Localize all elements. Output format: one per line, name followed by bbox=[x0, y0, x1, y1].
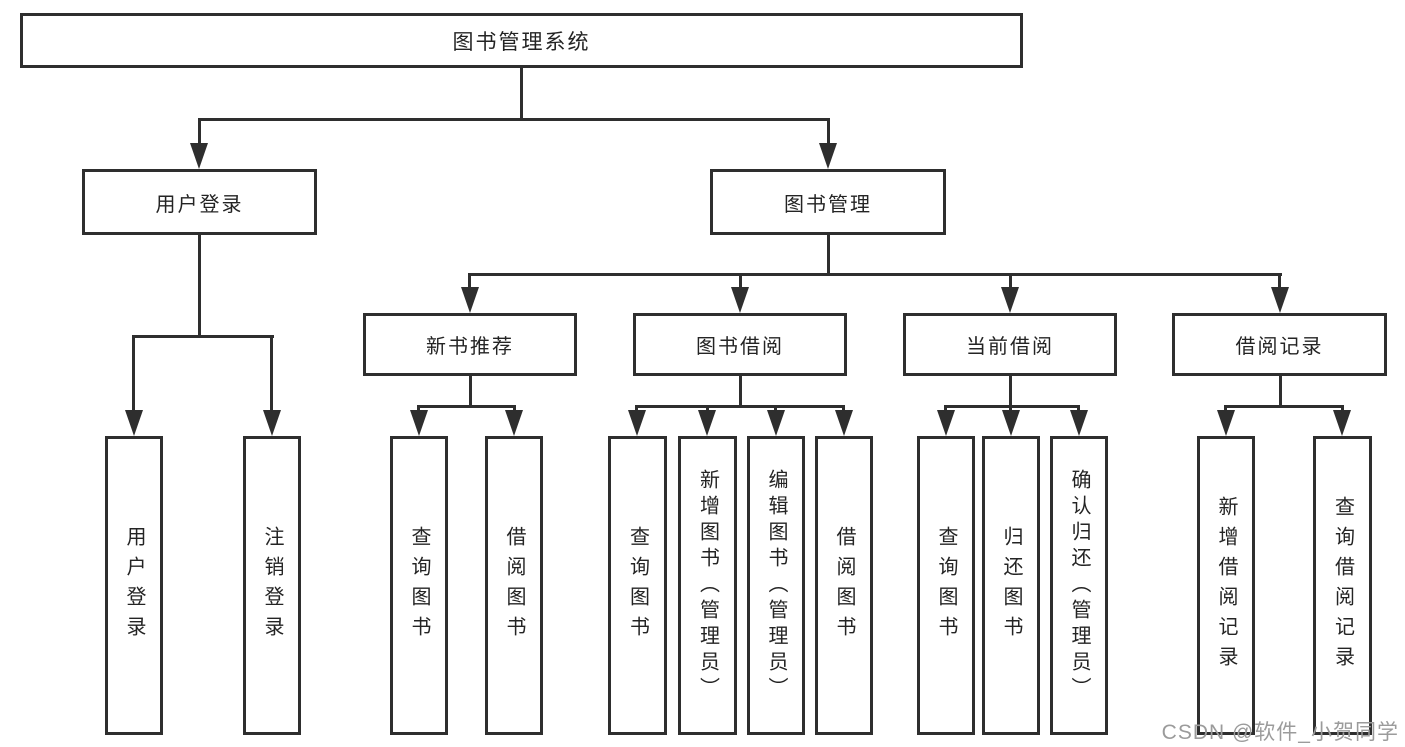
connector-line bbox=[1224, 405, 1344, 408]
csdn-watermark: CSDN @软件_小贺同学 bbox=[1161, 721, 1399, 744]
connector-line bbox=[1009, 405, 1012, 412]
connector-line bbox=[774, 405, 777, 412]
node-book-management-label: 图书管理 bbox=[784, 193, 872, 216]
leaf-borrowing-borrow-book: 借阅图书 bbox=[815, 436, 873, 735]
arrow-down-icon bbox=[410, 410, 428, 436]
node-book-borrowing-label: 图书借阅 bbox=[696, 336, 784, 358]
connector-line bbox=[827, 118, 830, 146]
leaf-borrowing-query-book-label: 查询图书 bbox=[626, 525, 649, 646]
node-book-borrowing: 图书借阅 bbox=[633, 313, 847, 376]
node-user-login-branch-label: 用户登录 bbox=[155, 193, 244, 216]
node-new-book-recommend-label: 新书推荐 bbox=[426, 336, 514, 358]
connector-line bbox=[635, 405, 638, 412]
node-current-borrowing-label: 当前借阅 bbox=[966, 336, 1054, 358]
arrow-down-icon bbox=[819, 143, 837, 169]
leaf-borrowing-add-book-admin-label: 新增图书（管理员） bbox=[696, 468, 719, 703]
connector-line bbox=[417, 405, 420, 412]
leaf-borrowing-add-book-admin: 新增图书（管理员） bbox=[678, 436, 737, 735]
leaf-current-confirm-return-admin: 确认归还（管理员） bbox=[1050, 436, 1108, 735]
arrow-down-icon bbox=[1217, 410, 1235, 436]
arrow-down-icon bbox=[263, 410, 281, 436]
connector-line bbox=[944, 405, 947, 412]
leaf-logout-label: 注销登录 bbox=[261, 525, 283, 646]
leaf-user-login-label: 用户登录 bbox=[123, 525, 145, 646]
leaf-borrowing-borrow-book-label: 借阅图书 bbox=[833, 525, 855, 646]
connector-line bbox=[944, 405, 1080, 408]
node-current-borrowing: 当前借阅 bbox=[903, 313, 1117, 376]
arrow-down-icon bbox=[698, 410, 716, 436]
connector-line bbox=[1278, 273, 1281, 290]
arrow-down-icon bbox=[1070, 410, 1088, 436]
leaf-records-query-borrow-record: 查询借阅记录 bbox=[1313, 436, 1372, 735]
node-book-management: 图书管理 bbox=[710, 169, 946, 235]
node-borrowing-records: 借阅记录 bbox=[1172, 313, 1387, 376]
connector-line bbox=[520, 68, 523, 120]
arrow-down-icon bbox=[505, 410, 523, 436]
arrow-down-icon bbox=[1271, 287, 1289, 313]
connector-line bbox=[1341, 405, 1344, 412]
arrow-down-icon bbox=[767, 410, 785, 436]
node-borrowing-records-label: 借阅记录 bbox=[1235, 336, 1324, 358]
leaf-records-add-borrow-record: 新增借阅记录 bbox=[1197, 436, 1255, 735]
leaf-recommend-borrow-book: 借阅图书 bbox=[485, 436, 543, 735]
node-book-management-system-label: 图书管理系统 bbox=[452, 30, 591, 54]
arrow-down-icon bbox=[835, 410, 853, 436]
connector-line bbox=[1279, 376, 1282, 407]
connector-line bbox=[198, 235, 201, 337]
node-book-management-system: 图书管理系统 bbox=[20, 13, 1023, 68]
leaf-records-add-borrow-record-label: 新增借阅记录 bbox=[1215, 495, 1237, 676]
node-user-login-branch: 用户登录 bbox=[82, 169, 317, 235]
connector-line bbox=[827, 235, 830, 276]
connector-line bbox=[417, 405, 516, 408]
arrow-down-icon bbox=[731, 287, 749, 313]
leaf-current-confirm-return-admin-label: 确认归还（管理员） bbox=[1068, 468, 1090, 703]
connector-line bbox=[1009, 376, 1012, 407]
leaf-recommend-borrow-book-label: 借阅图书 bbox=[503, 525, 525, 646]
leaf-current-query-book: 查询图书 bbox=[917, 436, 975, 735]
connector-line bbox=[1224, 405, 1227, 412]
arrow-down-icon bbox=[190, 143, 208, 169]
connector-line bbox=[636, 405, 845, 408]
connector-line bbox=[469, 376, 472, 407]
node-new-book-recommend: 新书推荐 bbox=[363, 313, 577, 376]
arrow-down-icon bbox=[628, 410, 646, 436]
connector-line bbox=[468, 273, 471, 290]
connector-line bbox=[739, 376, 742, 407]
leaf-borrowing-edit-book-admin: 编辑图书（管理员） bbox=[747, 436, 805, 735]
leaf-current-return-book: 归还图书 bbox=[982, 436, 1040, 735]
arrow-down-icon bbox=[1333, 410, 1351, 436]
connector-line bbox=[513, 405, 516, 412]
arrow-down-icon bbox=[461, 287, 479, 313]
connector-line bbox=[132, 335, 135, 412]
leaf-recommend-query-book-label: 查询图书 bbox=[408, 525, 430, 646]
connector-line bbox=[469, 273, 1282, 276]
connector-line bbox=[198, 118, 830, 121]
leaf-records-query-borrow-record-label: 查询借阅记录 bbox=[1331, 495, 1354, 676]
leaf-borrowing-edit-book-admin-label: 编辑图书（管理员） bbox=[765, 468, 787, 703]
arrow-down-icon bbox=[125, 410, 143, 436]
leaf-recommend-query-book: 查询图书 bbox=[390, 436, 448, 735]
arrow-down-icon bbox=[1001, 287, 1019, 313]
leaf-logout: 注销登录 bbox=[243, 436, 301, 735]
leaf-current-query-book-label: 查询图书 bbox=[935, 525, 957, 646]
leaf-current-return-book-label: 归还图书 bbox=[1000, 525, 1022, 646]
leaf-user-login: 用户登录 bbox=[105, 436, 163, 735]
connector-line bbox=[1077, 405, 1080, 412]
connector-line bbox=[842, 405, 845, 412]
connector-line bbox=[132, 335, 274, 338]
leaf-borrowing-query-book: 查询图书 bbox=[608, 436, 667, 735]
connector-line bbox=[270, 335, 273, 412]
connector-line bbox=[739, 273, 742, 290]
arrow-down-icon bbox=[937, 410, 955, 436]
connector-line bbox=[706, 405, 709, 412]
connector-line bbox=[198, 118, 201, 146]
connector-line bbox=[1009, 273, 1012, 290]
arrow-down-icon bbox=[1002, 410, 1020, 436]
